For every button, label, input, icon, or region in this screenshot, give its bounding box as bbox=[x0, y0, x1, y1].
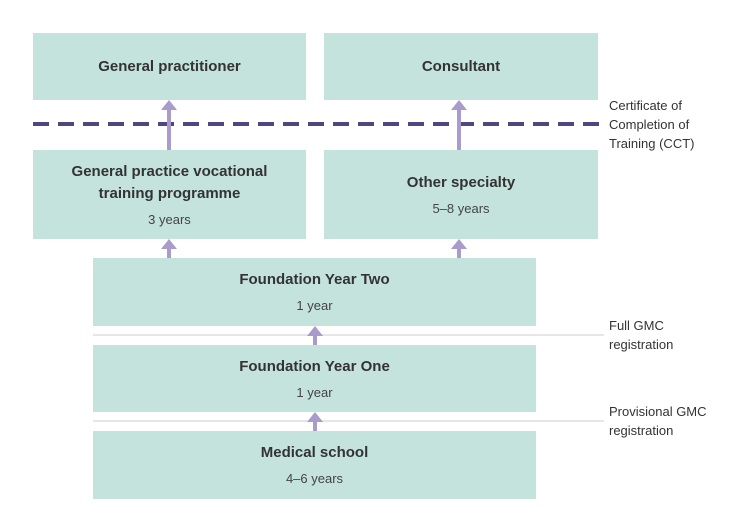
foundation-year-two-box: Foundation Year Two 1 year bbox=[93, 258, 536, 326]
gp-training-box: General practice vocational training pro… bbox=[33, 150, 306, 239]
consultant-box: Consultant bbox=[324, 33, 598, 100]
provisional-gmc-label: Provisional GMC registration bbox=[609, 404, 707, 438]
medical-school-box: Medical school 4–6 years bbox=[93, 431, 536, 499]
general-practitioner-title: General practitioner bbox=[98, 57, 241, 75]
other-specialty-title: Other specialty bbox=[406, 173, 516, 191]
foundation-year-one-title: Foundation Year One bbox=[239, 357, 390, 375]
consultant-title: Consultant bbox=[421, 57, 501, 75]
foundation-year-two-duration: 1 year bbox=[296, 298, 333, 313]
other-specialty-box: Other specialty 5–8 years bbox=[324, 150, 598, 239]
cct-label: Certificate of Completion of Training (C… bbox=[609, 98, 695, 151]
general-practitioner-box: General practitioner bbox=[33, 33, 306, 100]
arrow-school-to-fy1 bbox=[307, 412, 323, 431]
foundation-year-one-box: Foundation Year One 1 year bbox=[93, 345, 536, 412]
full-gmc-label: Full GMC registration bbox=[609, 318, 674, 352]
medical-school-duration: 4–6 years bbox=[285, 471, 344, 486]
other-specialty-duration: 5–8 years bbox=[432, 200, 490, 216]
arrow-fy2-to-gp-training bbox=[161, 239, 177, 258]
foundation-year-one-duration: 1 year bbox=[296, 384, 333, 400]
arrow-gp-training-to-gp bbox=[161, 100, 177, 150]
arrow-fy1-to-fy2 bbox=[307, 326, 323, 345]
gp-training-duration: 3 years bbox=[148, 211, 191, 227]
gp-training-title: General practice vocational training pro… bbox=[71, 162, 268, 202]
foundation-year-two-title: Foundation Year Two bbox=[239, 271, 390, 288]
medical-school-title: Medical school bbox=[260, 444, 369, 461]
arrow-fy2-to-specialty bbox=[451, 239, 467, 258]
arrow-specialty-to-consultant bbox=[451, 100, 467, 150]
